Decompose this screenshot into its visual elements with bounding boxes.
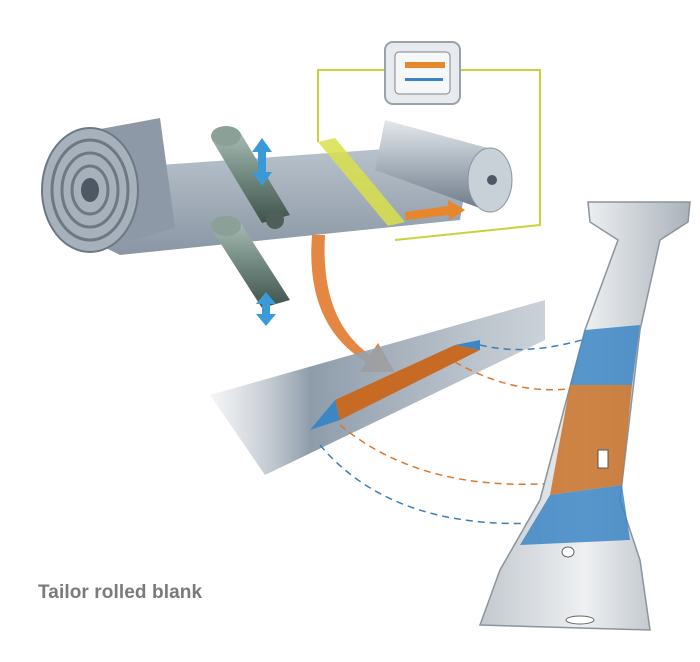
steel-coil [41,118,175,253]
control-unit [384,41,461,105]
feedback-loop [317,69,385,142]
vertical-adjust-arrow-icon [252,138,276,326]
takeup-roll [375,120,513,213]
feed-direction-arrow-icon [405,200,465,220]
tailor-rolled-blank [210,300,545,475]
b-pillar-part [478,201,691,631]
caption-label: Tailor rolled blank [38,582,203,603]
thickness-sensor [318,138,405,226]
roller-stand [211,126,290,308]
